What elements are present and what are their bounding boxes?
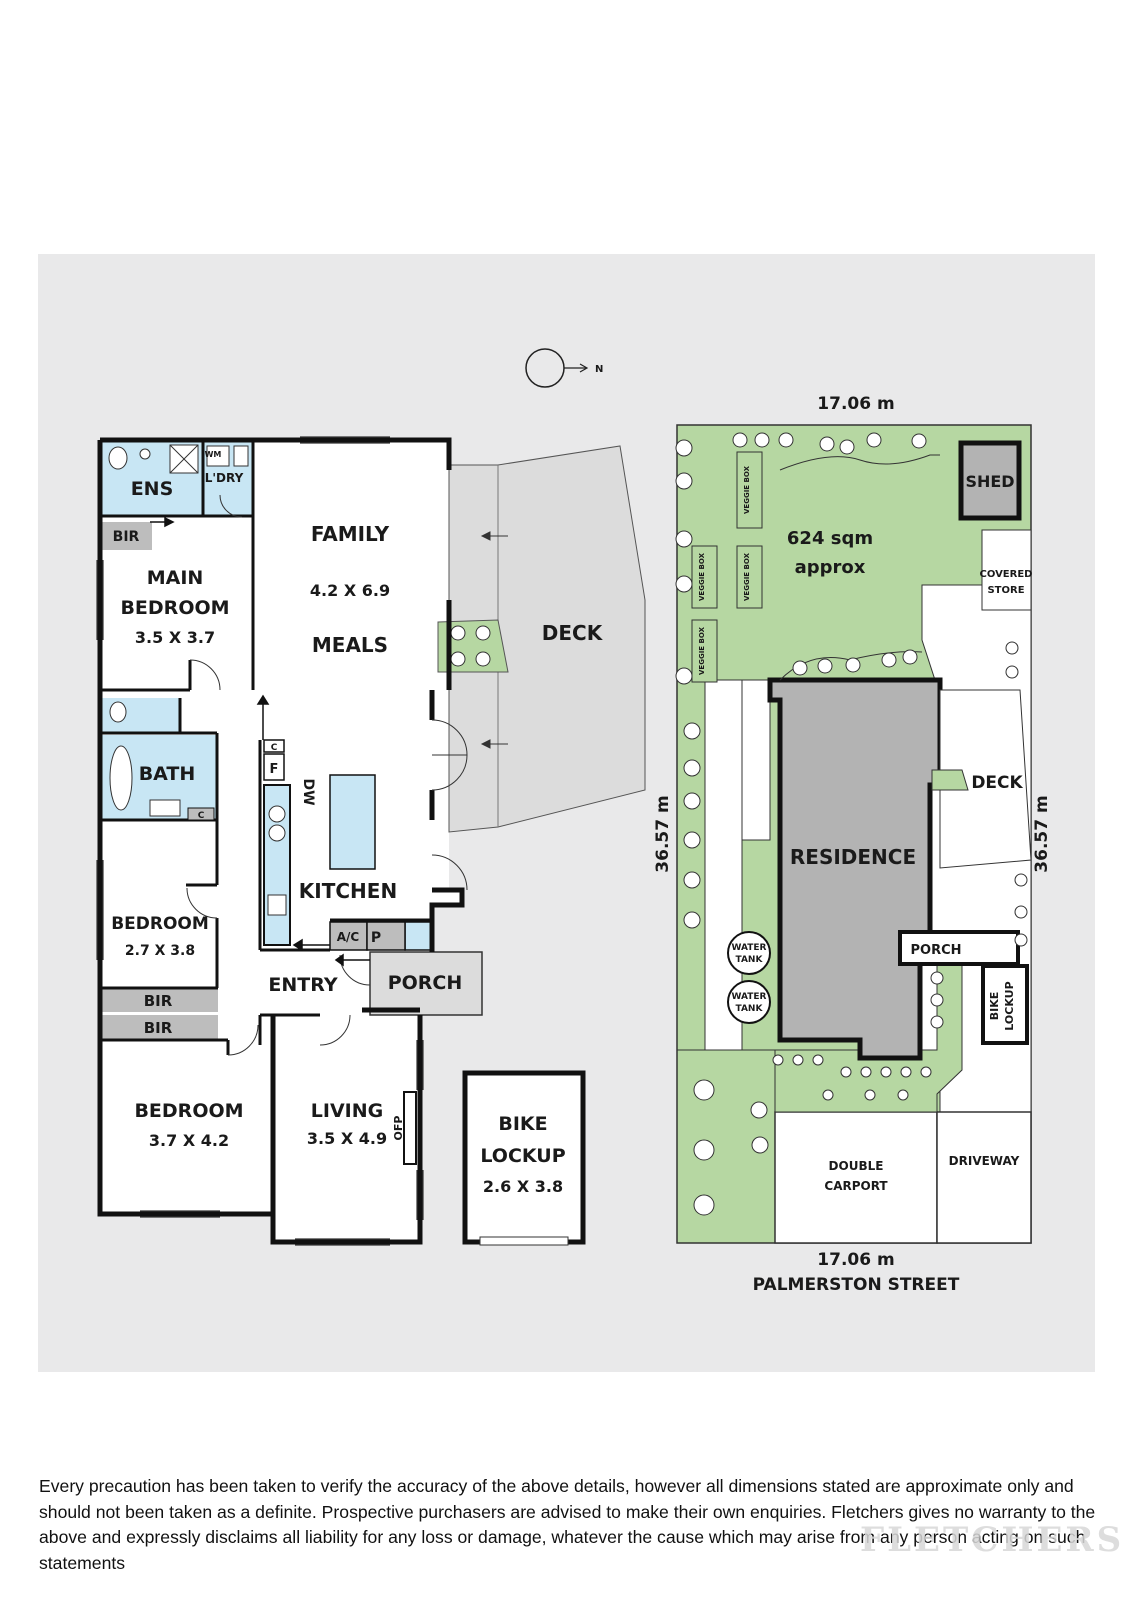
meals-label: MEALS <box>312 633 388 657</box>
site-bike-label-1: BIKE <box>988 992 1001 1021</box>
front-yard-hard <box>774 1111 938 1244</box>
deck-label: DECK <box>542 621 604 645</box>
bike-lockup-label-2: LOCKUP <box>480 1145 565 1167</box>
dishwasher-label: DW <box>300 778 316 805</box>
site-width-top: 17.06 m <box>817 394 894 414</box>
bike-lockup-label-1: BIKE <box>498 1113 547 1135</box>
bathroom-fixtures <box>108 444 287 916</box>
bike-lockup-size: 2.6 X 3.8 <box>483 1177 563 1196</box>
site-bike-lockup <box>981 964 1029 1045</box>
shed <box>958 440 1022 521</box>
ofp-label: OFP <box>392 1116 405 1141</box>
wm-label: WM <box>205 450 222 459</box>
bath-cupboard <box>187 807 215 821</box>
fridge-space <box>263 753 285 781</box>
fridge-label: F <box>270 762 279 777</box>
pantry <box>366 921 406 951</box>
family-size: 4.2 X 6.9 <box>310 581 390 600</box>
laundry-label: L'DRY <box>205 471 244 485</box>
water-tanks <box>727 931 771 1024</box>
water-tank-1-label-2: TANK <box>736 955 764 965</box>
street-name: PALMERSTON STREET <box>753 1275 960 1295</box>
family-label: FAMILY <box>311 522 390 546</box>
pantry-label: P <box>371 930 381 946</box>
entry-arrows <box>150 516 370 967</box>
veggie-box-label-1: VEGGIE BOX <box>743 465 751 514</box>
interior-walls <box>100 440 432 1055</box>
living-label: LIVING <box>311 1100 383 1122</box>
compass-north-label: N <box>595 364 603 375</box>
veggie-box-label-2: VEGGIE BOX <box>743 552 751 601</box>
cupboard-label: C <box>271 743 278 753</box>
site-area-label-1: 624 sqm <box>787 528 873 549</box>
compass-north-arrow-icon: N <box>525 348 603 388</box>
living-size: 3.5 X 4.9 <box>307 1129 387 1148</box>
bir-3-label: BIR <box>144 1019 173 1037</box>
veggie-box-label-3: VEGGIE BOX <box>698 552 706 601</box>
site-deck <box>939 689 1032 869</box>
residence-label: RESIDENCE <box>790 845 916 869</box>
bir-2-label: BIR <box>144 992 173 1010</box>
bath-cupboard-label: C <box>198 811 205 821</box>
kitchen-pantry-corner <box>404 921 433 951</box>
main-bedroom-label-2: BEDROOM <box>120 597 229 619</box>
site-area-label-2: approx <box>795 557 866 578</box>
exterior-walls <box>97 437 465 1245</box>
windows <box>96 436 424 1246</box>
ac-label: A/C <box>337 930 360 944</box>
water-tank-2-label-2: TANK <box>736 1004 764 1014</box>
bir-main-label: BIR <box>113 529 140 545</box>
covered-store <box>981 529 1032 611</box>
bedroom-2-size: 2.7 X 3.8 <box>125 943 195 959</box>
water-tank-2-label-1: WATER <box>731 992 766 1002</box>
bedroom-3-label: BEDROOM <box>134 1100 243 1122</box>
front-porch <box>369 951 483 1016</box>
kitchen-label: KITCHEN <box>299 879 397 903</box>
entry-label: ENTRY <box>268 974 337 996</box>
bir-main <box>100 522 152 550</box>
cupboard-c <box>263 739 285 753</box>
ens-label: ENS <box>131 478 174 500</box>
site-width-bottom: 17.06 m <box>817 1250 894 1270</box>
residence-building <box>767 677 943 1061</box>
bedroom-3-size: 3.7 X 4.2 <box>149 1131 229 1150</box>
site-depth-left: 36.57 m <box>653 795 673 872</box>
fletchers-watermark-logo: FLETCHERS <box>860 1520 1125 1560</box>
driveway <box>936 1111 1032 1244</box>
double-carport-label-1: DOUBLE <box>829 1159 884 1173</box>
bedroom-2-label: BEDROOM <box>111 914 209 934</box>
site-bike-label-2: LOCKUP <box>1003 981 1016 1030</box>
covered-store-label-1: COVERED <box>980 569 1033 580</box>
site-deck-planter <box>931 769 969 791</box>
floor-plan: ENS WM L'DRY BIR MAIN BEDROOM 3.5 X 3.7 … <box>96 436 646 1246</box>
veggie-box-label-4: VEGGIE BOX <box>698 626 706 675</box>
site-porch-label: PORCH <box>910 943 961 958</box>
site-deck-label: DECK <box>971 773 1023 793</box>
double-carport-label-2: CARPORT <box>824 1179 888 1193</box>
main-bedroom-size: 3.5 X 3.7 <box>135 628 215 647</box>
site-trees <box>675 432 1028 1216</box>
bir-strip-2 <box>100 1015 218 1039</box>
porch-label: PORCH <box>388 972 463 994</box>
bath-label: BATH <box>139 763 196 785</box>
shed-label: SHED <box>965 472 1014 491</box>
site-plan: 17.06 m 17.06 m PALMERSTON STREET 36.57 … <box>653 394 1052 1295</box>
site-depth-right: 36.57 m <box>1032 795 1052 872</box>
water-tank-1-label-1: WATER <box>731 943 766 953</box>
deck-arrows <box>480 531 508 749</box>
disclaimer-text: Every precaution has been taken to verif… <box>39 1476 1096 1573</box>
veggie-boxes <box>691 451 763 683</box>
open-fireplace <box>403 1091 417 1165</box>
bir-strip-1 <box>100 988 218 1012</box>
site-porch <box>898 930 1020 966</box>
ac-unit <box>329 921 368 951</box>
driveway-label: DRIVEWAY <box>949 1154 1020 1168</box>
front-garden <box>677 964 963 1113</box>
main-bedroom-label-1: MAIN <box>147 567 204 589</box>
kitchen-island <box>329 774 376 870</box>
covered-store-label-2: STORE <box>987 585 1024 596</box>
